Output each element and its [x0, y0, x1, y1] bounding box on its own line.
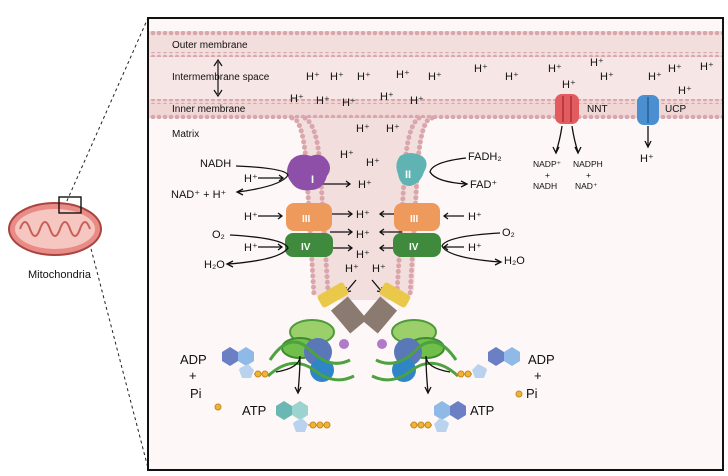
complex-iii-label: III	[410, 214, 419, 225]
complex-iv-label: IV	[301, 242, 311, 253]
nnt-label: NNT	[587, 104, 608, 115]
nadh-label: NADH	[533, 181, 557, 191]
proton: H⁺	[700, 61, 714, 73]
mitochondria-label: Mitochondria	[28, 269, 92, 281]
proton: H⁺	[357, 71, 371, 83]
o2-label: O₂	[212, 229, 225, 241]
intermembrane-space	[149, 57, 722, 104]
phosphate-icon	[214, 403, 222, 411]
proton: H⁺	[468, 242, 482, 254]
adp-molecule-left	[222, 347, 269, 378]
pi-label-right: Pi	[526, 386, 538, 401]
proton: H⁺	[356, 123, 370, 135]
complex-ii: II	[396, 153, 427, 186]
atp-label-left: ATP	[242, 403, 266, 418]
complex-iv-label: IV	[409, 242, 419, 253]
proton: H⁺	[474, 63, 488, 75]
complex-ii-label: II	[405, 169, 411, 181]
mitochondrion-icon	[8, 196, 102, 256]
phosphate-icon	[515, 390, 523, 398]
proton: H⁺	[244, 211, 258, 223]
proton: H⁺	[330, 71, 344, 83]
proton: H⁺	[372, 263, 386, 275]
plus-sign: +	[545, 170, 550, 180]
nadp-label: NADP⁺	[533, 159, 562, 169]
proton: H⁺	[380, 91, 394, 103]
proton: H⁺	[366, 157, 380, 169]
h2o-label: H₂O	[504, 255, 525, 267]
proton: H⁺	[505, 71, 519, 83]
plus-sign: +	[189, 368, 197, 383]
proton: H⁺	[306, 71, 320, 83]
proton: H⁺	[562, 79, 576, 91]
double-arrow-icon	[213, 58, 223, 98]
ucp-transporter	[637, 95, 659, 125]
complex-iv-right: IV	[393, 233, 441, 257]
adp-molecule-right	[456, 347, 520, 378]
nad-h-label: NAD⁺ + H⁺	[171, 189, 227, 201]
nnt-transporter	[555, 94, 579, 124]
nadph-label: NADPH	[573, 159, 603, 169]
proton: H⁺	[356, 249, 370, 261]
proton: H⁺	[590, 57, 604, 69]
nad-plus-label: NAD⁺	[575, 181, 598, 191]
atp-molecule-left	[276, 401, 331, 432]
proton: H⁺	[548, 63, 562, 75]
complex-iv-left: IV	[285, 233, 333, 257]
proton: H⁺	[600, 71, 614, 83]
proton: H⁺	[356, 209, 370, 221]
o2-label: O₂	[502, 227, 515, 239]
atp-synthase-right	[360, 282, 460, 382]
adp-label-right: ADP	[528, 352, 555, 367]
complex-iii-left: III	[286, 203, 332, 231]
zoom-line-bottom	[81, 213, 149, 469]
proton: H⁺	[468, 211, 482, 223]
atp-label-right: ATP	[470, 403, 494, 418]
zoom-line-top	[61, 17, 149, 213]
proton: H⁺	[356, 229, 370, 241]
complex-iii-right: III	[394, 203, 440, 231]
proton: H⁺	[244, 173, 258, 185]
outer-membrane-label: Outer membrane	[172, 40, 248, 51]
pi-label-left: Pi	[190, 386, 202, 401]
h2o-label: H₂O	[204, 259, 225, 271]
proton: H⁺	[340, 149, 354, 161]
proton: H⁺	[428, 71, 442, 83]
intermembrane-space-label: Intermembrane space	[172, 72, 270, 83]
proton: H⁺	[678, 85, 692, 97]
proton: H⁺	[244, 242, 258, 254]
proton: H⁺	[358, 179, 372, 191]
proton: H⁺	[316, 95, 330, 107]
complex-i-label: I	[311, 174, 314, 186]
ucp-label: UCP	[665, 104, 686, 115]
proton: H⁺	[410, 95, 424, 107]
proton: H⁺	[648, 71, 662, 83]
proton: H⁺	[345, 263, 359, 275]
fad-label: FAD⁺	[470, 179, 497, 191]
atp-molecule-right	[410, 401, 466, 432]
complex-i: I	[287, 154, 330, 191]
matrix-label: Matrix	[172, 129, 199, 140]
proton: H⁺	[342, 97, 356, 109]
proton: H⁺	[290, 93, 304, 105]
fadh2-label: FADH₂	[468, 151, 502, 163]
complex-iii-label: III	[302, 214, 311, 225]
proton: H⁺	[668, 63, 682, 75]
plus-sign: +	[586, 170, 591, 180]
proton: H⁺	[640, 153, 654, 165]
plus-sign: +	[534, 368, 542, 383]
adp-label-left: ADP	[180, 352, 207, 367]
inner-membrane-label: Inner membrane	[172, 104, 246, 115]
nadh-label: NADH	[200, 158, 231, 170]
proton: H⁺	[396, 69, 410, 81]
proton: H⁺	[386, 123, 400, 135]
